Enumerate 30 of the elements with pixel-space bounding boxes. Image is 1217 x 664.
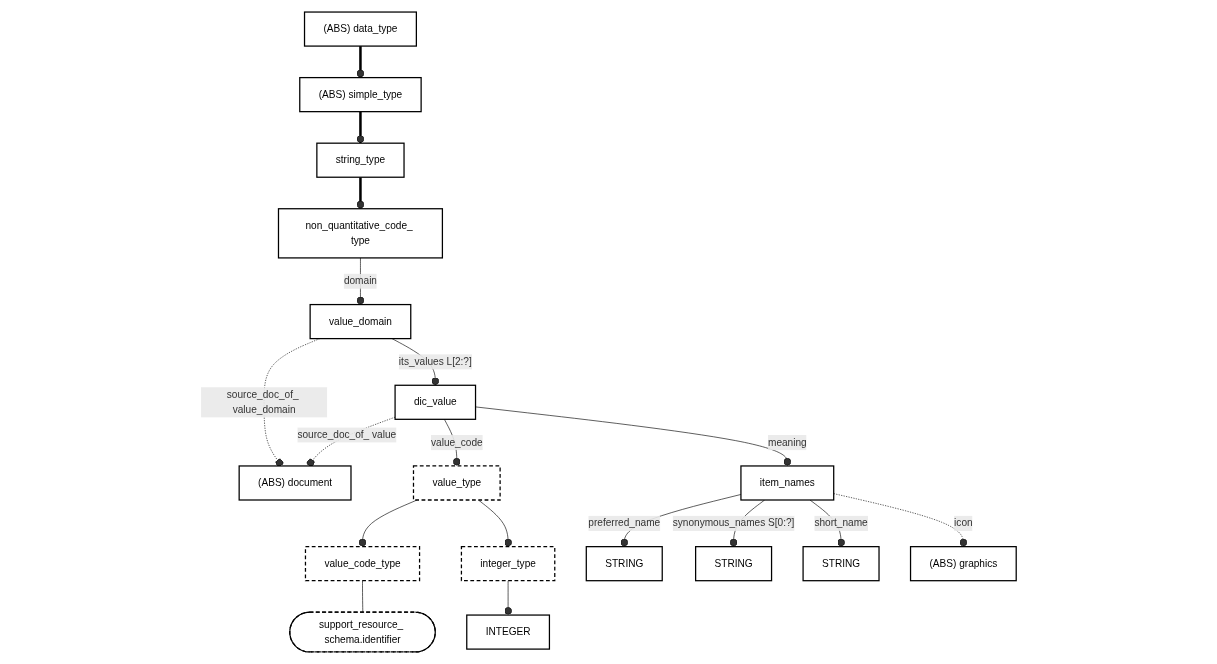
edge-label: icon: [953, 517, 973, 529]
edge-label: short_name: [814, 517, 868, 529]
node-box: STRING: [585, 546, 663, 582]
node-box: (ABS) data_type: [303, 11, 417, 47]
edge-label: domain: [343, 275, 377, 287]
connector: [356, 46, 365, 78]
node-box: value_code_type: [304, 546, 421, 582]
connector: [362, 580, 363, 613]
node-box: (ABS) simple_type: [299, 77, 422, 113]
node-box: integer_type: [460, 546, 556, 582]
edge-label: preferred_name: [588, 517, 661, 529]
node-box: STRING: [694, 546, 773, 582]
connector: [356, 111, 365, 144]
node-box: (ABS) graphics: [909, 546, 1017, 582]
edge-label: value_code: [430, 436, 483, 448]
edge-label: source_doc_of_ value_domain: [226, 389, 299, 415]
node-box: non_quantitative_code_ type: [277, 208, 443, 259]
edge-label: synonymous_names S[0:?]: [672, 517, 795, 529]
edge-label: meaning: [767, 436, 807, 448]
node-box: INTEGER: [466, 614, 550, 650]
edge-label: its_values L[2:?]: [398, 356, 472, 367]
node-box: dic_value: [394, 384, 477, 420]
node-box: value_type: [412, 465, 501, 501]
edge-label: source_doc_of_ value: [297, 429, 396, 441]
node-box: (ABS) document: [238, 465, 352, 501]
node-box: STRING: [802, 546, 880, 582]
node-box: string_type: [316, 142, 405, 178]
node-box: value_domain: [309, 303, 412, 340]
connector: [356, 177, 365, 209]
node-box: item_names: [740, 465, 835, 501]
